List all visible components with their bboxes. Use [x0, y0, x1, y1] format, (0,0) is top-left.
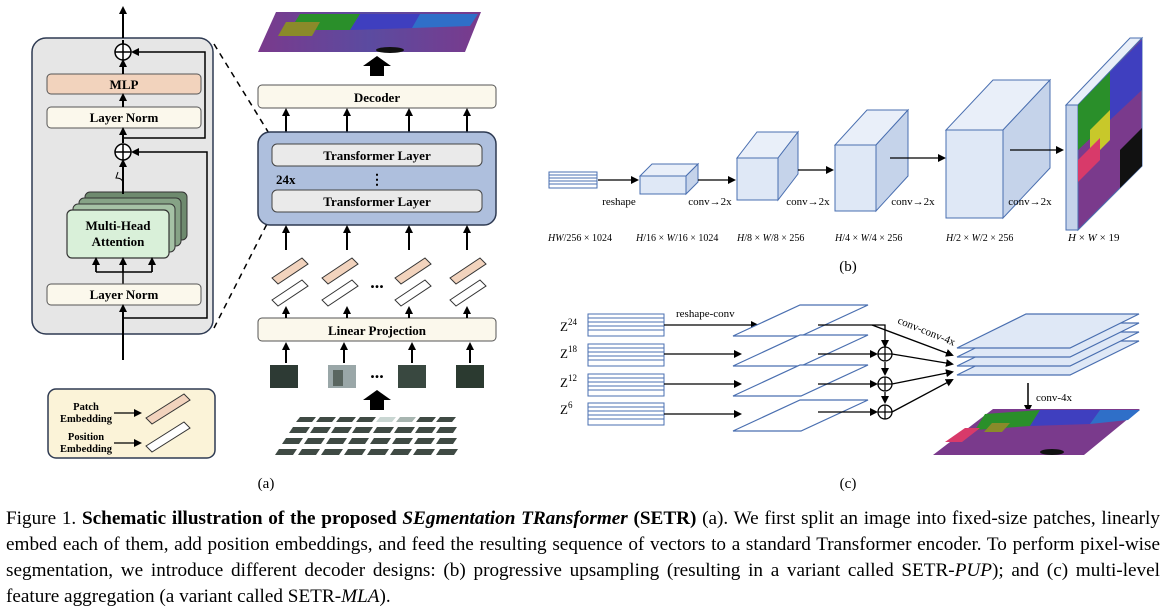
dim-label-1: H/16 × W/16 × 1024 — [635, 233, 718, 244]
transformer-layer-top-label: Transformer Layer — [323, 148, 431, 163]
multi-head-attention-box — [66, 209, 170, 259]
figure: MLP Layer Norm Multi-Head Attention Laye… — [31, 6, 1144, 492]
z6-label: Z6 — [560, 400, 573, 417]
feature-map-4 — [944, 78, 1052, 220]
transformer-layer-top — [271, 143, 483, 167]
figure-caption: Figure 1. Schematic illustration of the … — [6, 506, 1160, 610]
conv-label-2: conv→2x — [786, 196, 830, 208]
dim-label-4: H/2 × W/2 × 256 — [945, 233, 1013, 244]
feature-map-3 — [833, 108, 910, 213]
vertical-ellipsis: ⋮ — [370, 173, 384, 188]
z24-label: Z24 — [560, 317, 577, 334]
patch-ellipsis: ... — [370, 362, 384, 382]
segmentation-output-b — [1064, 36, 1144, 232]
mha-label-2: Attention — [92, 234, 145, 249]
token-blocks — [587, 313, 665, 426]
panel-b-label: (b) — [839, 259, 857, 275]
token-sequence — [548, 171, 598, 189]
conv-label-4: conv→2x — [1008, 196, 1052, 208]
transformer-layer-bottom — [271, 189, 483, 213]
caption-text-2: ); and (c) multi-level feature aggregati… — [6, 560, 1160, 607]
mha-label-1: Multi-Head — [86, 218, 152, 233]
decoder-label: Decoder — [354, 90, 400, 105]
transformer-layer-bottom-label: Transformer Layer — [323, 194, 431, 209]
panel-b: reshape conv→2x conv→2x conv→2x — [547, 36, 1144, 275]
segmentation-output-c — [933, 409, 1140, 455]
image-patches — [270, 365, 484, 388]
caption-prefix: Figure 1. — [6, 508, 82, 529]
dim-label-0: HW/256 × 1024 — [547, 233, 612, 244]
caption-bold: Schematic illustration of the proposed — [81, 508, 403, 529]
legend-position-1: Position — [68, 432, 104, 443]
caption-bold-suffix: (SETR) — [627, 508, 697, 529]
dim-label-3: H/4 × W/4 × 256 — [834, 233, 902, 244]
reshape-label: reshape — [602, 196, 636, 208]
dim-label-2: H/8 × W/8 × 256 — [736, 233, 804, 244]
conv-label-1: conv→2x — [688, 196, 732, 208]
caption-text-1: (a). We first split an image into fixed-… — [6, 508, 1160, 581]
z18-label: Z18 — [560, 344, 577, 361]
conv-conv-4x-label: conv-conv-4x — [896, 315, 958, 349]
layer-norm-bottom-label: Layer Norm — [90, 287, 159, 302]
token-ellipsis: ... — [370, 272, 384, 292]
feature-planes — [732, 304, 869, 432]
legend-patch-2: Embedding — [60, 414, 113, 425]
caption-text-3: ). — [379, 586, 391, 607]
feature-map-2 — [735, 130, 800, 202]
stacked-feature-planes — [956, 313, 1140, 376]
caption-pup: PUP — [954, 560, 992, 581]
caption-bold-italic: SEgmentation TRansformer — [402, 508, 628, 529]
z12-label: Z12 — [560, 373, 577, 390]
reshape-conv-label: reshape-conv — [676, 308, 735, 320]
panel-c-label: (c) — [840, 476, 857, 492]
repeat-label: 24x — [276, 172, 296, 187]
panel-a-label: (a) — [258, 476, 275, 492]
linear-projection-label: Linear Projection — [328, 323, 427, 338]
dim-label-5: H × W × 19 — [1067, 232, 1120, 244]
feature-map-1 — [638, 162, 700, 196]
panel-a: MLP Layer Norm Multi-Head Attention Laye… — [31, 6, 497, 492]
conv-label-3: conv→2x — [891, 196, 935, 208]
embedding-tokens — [271, 257, 487, 307]
conv-4x-label: conv-4x — [1036, 392, 1073, 404]
legend-patch-1: Patch — [73, 402, 99, 413]
linear-projection-box — [257, 317, 497, 342]
layer-norm-top-label: Layer Norm — [90, 110, 159, 125]
legend-position-2: Embedding — [60, 444, 113, 455]
mlp-label: MLP — [110, 77, 139, 92]
caption-mla: MLA — [341, 586, 380, 607]
input-image-patch-grid — [275, 417, 458, 455]
decoder-box — [257, 84, 497, 109]
panel-c: Z24 Z18 Z12 Z6 reshape-conv — [560, 304, 1140, 492]
